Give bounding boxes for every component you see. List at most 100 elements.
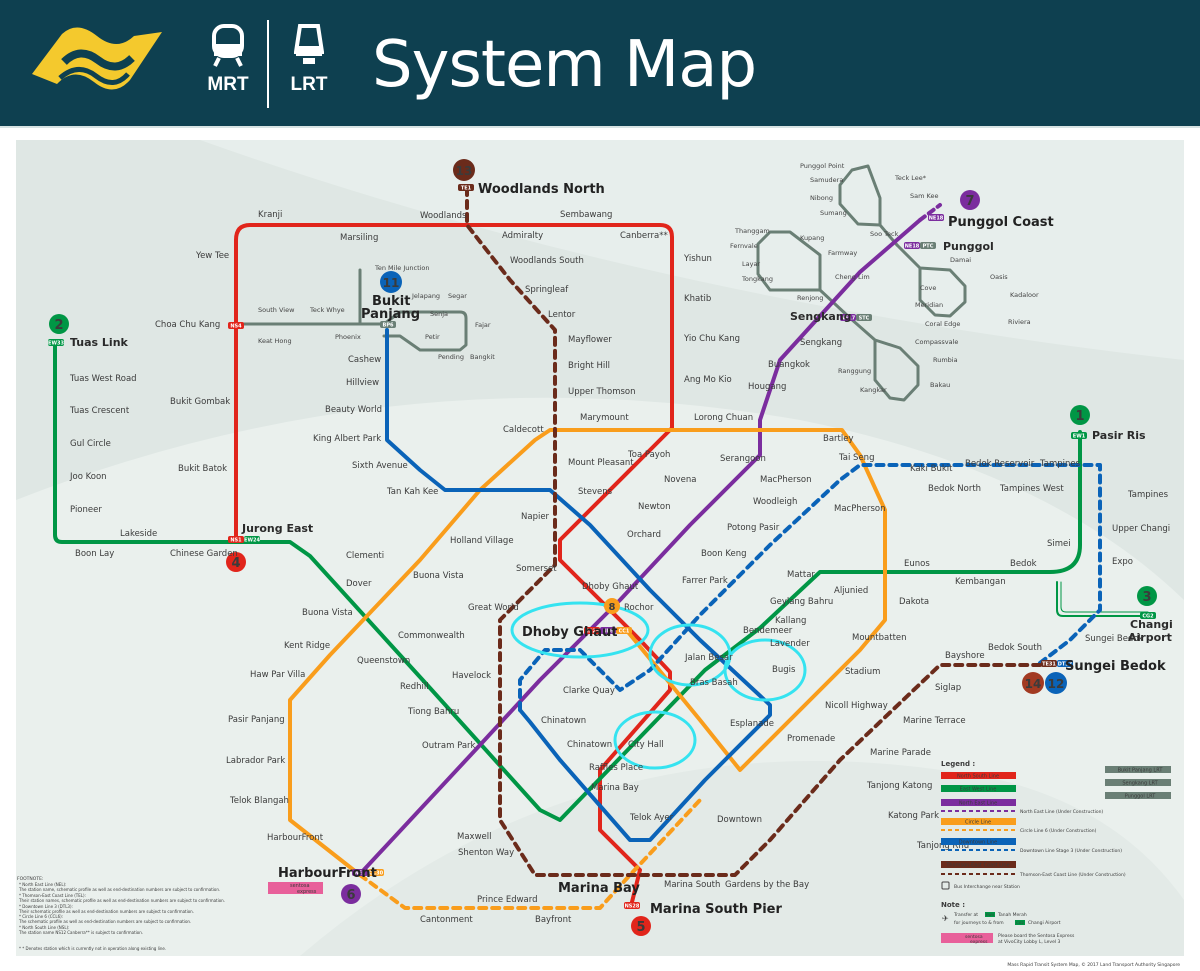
svg-text:Tuas West Road: Tuas West Road — [69, 374, 137, 384]
svg-text:Chinatown: Chinatown — [541, 716, 586, 726]
svg-text:Havelock: Havelock — [452, 671, 491, 681]
station-code-pills: NS4 NS1 EW24 EW33 EW1 NE18 TE1 NS25 NE6 … — [48, 184, 1156, 910]
svg-text:Potong Pasir: Potong Pasir — [727, 523, 780, 533]
svg-text:Kranji: Kranji — [258, 210, 282, 220]
svg-text:CG2: CG2 — [1142, 614, 1154, 620]
thomson-east-coast-line — [465, 186, 1042, 877]
line-number-1: 1 — [1075, 409, 1084, 424]
header-banner: MRT LRT System Map — [0, 0, 1200, 128]
svg-text:Stevens: Stevens — [578, 487, 613, 497]
svg-text:Mount Pleasant: Mount Pleasant — [568, 458, 634, 468]
svg-text:NS4: NS4 — [230, 324, 242, 330]
svg-text:The station name NS12 Canberra: The station name NS12 Canberra** is subj… — [18, 930, 143, 935]
svg-text:Rumbia: Rumbia — [933, 356, 958, 364]
svg-text:Serangoon: Serangoon — [720, 454, 766, 464]
svg-text:Lakeside: Lakeside — [120, 529, 157, 539]
svg-text:Marymount: Marymount — [580, 413, 629, 423]
svg-text:Tampines: Tampines — [1127, 490, 1169, 500]
svg-text:Ten Mile Junction: Ten Mile Junction — [374, 264, 430, 272]
line-number-8: 8 — [609, 602, 616, 613]
svg-text:Bayshore: Bayshore — [945, 651, 985, 661]
svg-text:Dhoby Ghaut: Dhoby Ghaut — [582, 582, 639, 592]
svg-text:East West Line: East West Line — [960, 787, 997, 793]
svg-text:Nicoll Highway: Nicoll Highway — [825, 701, 888, 711]
svg-text:Joo Koon: Joo Koon — [69, 472, 107, 482]
line-number-13: 13 — [456, 164, 473, 178]
svg-text:Pending: Pending — [438, 353, 464, 361]
svg-text:Sembawang: Sembawang — [560, 210, 612, 220]
svg-text:Bright Hill: Bright Hill — [568, 361, 610, 371]
svg-text:Woodleigh: Woodleigh — [753, 497, 797, 507]
svg-text:Outram Park: Outram Park — [422, 741, 476, 751]
svg-text:Marina Bay: Marina Bay — [591, 783, 639, 793]
svg-text:Sengkang: Sengkang — [800, 338, 842, 348]
svg-text:Promenade: Promenade — [787, 734, 835, 744]
mrt-label: MRT — [207, 74, 249, 95]
svg-text:Telok Blangah: Telok Blangah — [229, 796, 289, 806]
svg-text:Bukit Batok: Bukit Batok — [178, 464, 227, 474]
svg-text:Great World: Great World — [468, 603, 519, 613]
svg-text:Downtown Line Stage 3 (Under C: Downtown Line Stage 3 (Under Constructio… — [1020, 848, 1122, 854]
line-number-7: 7 — [965, 194, 974, 209]
svg-text:Tai Seng: Tai Seng — [838, 453, 874, 463]
svg-text:Katong Park: Katong Park — [888, 811, 939, 821]
svg-text:* Thomson-East Coast Line (TEL: * Thomson-East Coast Line (TEL): — [19, 893, 86, 898]
svg-text:Prince Edward: Prince Edward — [477, 895, 538, 905]
singapore-mrt-logo — [32, 27, 162, 90]
svg-text:Bedok South: Bedok South — [988, 643, 1042, 653]
svg-text:Yew Tee: Yew Tee — [195, 251, 229, 261]
lrt-bukit-panjang — [234, 268, 468, 352]
svg-text:Eunos: Eunos — [904, 559, 930, 569]
svg-text:Compassvale: Compassvale — [915, 338, 958, 346]
page-title: System Map — [372, 28, 757, 102]
svg-text:Thomson-East Coast Line: Thomson-East Coast Line — [945, 863, 1009, 869]
svg-text:Mountbatten: Mountbatten — [852, 633, 907, 643]
svg-text:King Albert Park: King Albert Park — [313, 434, 381, 444]
svg-text:Marine Terrace: Marine Terrace — [903, 716, 966, 726]
svg-text:Expo: Expo — [1112, 557, 1133, 567]
svg-text:North South Line: North South Line — [957, 774, 999, 780]
line-number-5: 5 — [636, 920, 645, 935]
label-sengkang: Sengkang — [790, 310, 852, 323]
svg-text:Simei: Simei — [1047, 539, 1071, 549]
label-bukit-panjang-2: Panjang — [361, 307, 420, 322]
svg-text:Stadium: Stadium — [845, 667, 880, 677]
mode-divider — [267, 20, 269, 108]
svg-text:Gul Circle: Gul Circle — [70, 439, 111, 449]
svg-text:Cheng Lim: Cheng Lim — [835, 273, 870, 281]
svg-text:Marsiling: Marsiling — [340, 233, 378, 243]
svg-text:Sungei Bedok: Sungei Bedok — [1085, 634, 1144, 644]
svg-text:Gardens by the Bay: Gardens by the Bay — [725, 880, 809, 890]
line-number-11: 11 — [383, 276, 400, 290]
svg-text:Dakota: Dakota — [899, 597, 929, 607]
svg-text:Buangkok: Buangkok — [768, 360, 810, 370]
mrt-mode: MRT — [202, 24, 254, 96]
background-swoosh — [16, 140, 1184, 956]
svg-text:Tiong Bahru: Tiong Bahru — [407, 707, 459, 717]
line-number-3: 3 — [1142, 590, 1151, 605]
north-east-line — [358, 203, 942, 876]
svg-text:CC1: CC1 — [619, 629, 630, 635]
svg-text:Bendemeer: Bendemeer — [743, 626, 793, 636]
svg-text:North East Line (Under Constru: North East Line (Under Construction) — [1020, 809, 1103, 815]
svg-text:TE31: TE31 — [1042, 662, 1056, 668]
label-punggol-coast: Punggol Coast — [948, 215, 1054, 230]
svg-text:Ang Mo Kio: Ang Mo Kio — [684, 375, 732, 385]
svg-text:Springleaf: Springleaf — [525, 285, 569, 295]
svg-text:The station name, schematic pr: The station name, schematic profile as w… — [18, 887, 220, 892]
footnote: FOOTNOTE: * North East Line (NEL): The s… — [17, 876, 225, 951]
svg-text:Mayflower: Mayflower — [568, 335, 612, 345]
svg-text:Woodlands: Woodlands — [420, 211, 467, 221]
svg-text:Thomson-East Coast Line (Under: Thomson-East Coast Line (Under Construct… — [1019, 872, 1126, 878]
svg-text:Lorong Chuan: Lorong Chuan — [694, 413, 753, 423]
svg-text:Layar: Layar — [742, 260, 760, 268]
svg-text:Clementi: Clementi — [346, 551, 384, 561]
svg-text:Canberra**: Canberra** — [620, 231, 668, 241]
svg-text:express: express — [297, 889, 317, 895]
svg-text:Mattar: Mattar — [787, 570, 815, 580]
svg-text:NE18: NE18 — [905, 244, 920, 250]
svg-text:MacPherson: MacPherson — [760, 475, 811, 485]
svg-text:Buona Vista: Buona Vista — [302, 608, 353, 618]
svg-text:Circle Line: Circle Line — [965, 820, 991, 826]
